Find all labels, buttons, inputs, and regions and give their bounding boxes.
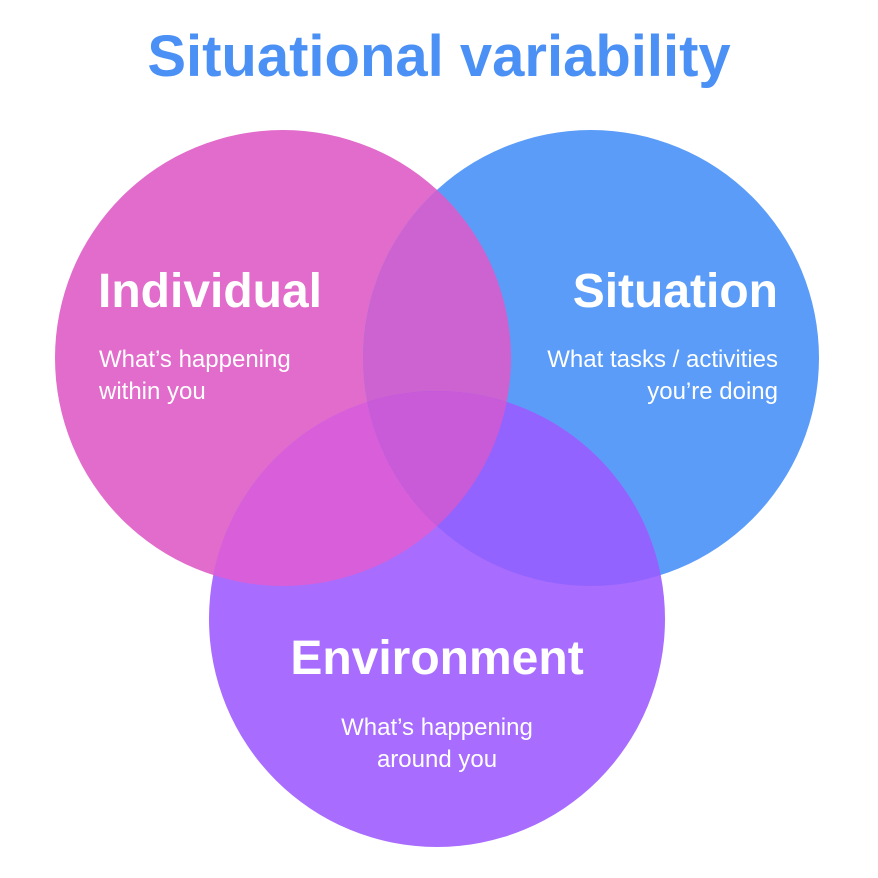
environment-label: Environment	[290, 632, 584, 685]
overlap-individual-environment	[209, 391, 511, 586]
overlap-situation-environment	[363, 391, 665, 586]
individual-label: Individual	[98, 265, 323, 318]
individual-description-line2: within you	[99, 378, 206, 405]
environment-description-line1: What’s happening	[341, 714, 533, 741]
individual-description-line1: What’s happening	[99, 346, 291, 373]
environment-description-line2: around you	[376, 746, 498, 773]
environment-description: What’s happening around you	[0, 712, 874, 776]
situation-description-line1: What tasks / activities	[547, 346, 778, 373]
diagram-title: Situational variability	[147, 24, 731, 89]
situation-label: Situation	[572, 265, 778, 318]
situation-description-line2: you’re doing	[647, 378, 778, 405]
individual-description: What’s happening within you	[99, 344, 291, 408]
situation-description: What tasks / activities you’re doing	[547, 344, 778, 408]
